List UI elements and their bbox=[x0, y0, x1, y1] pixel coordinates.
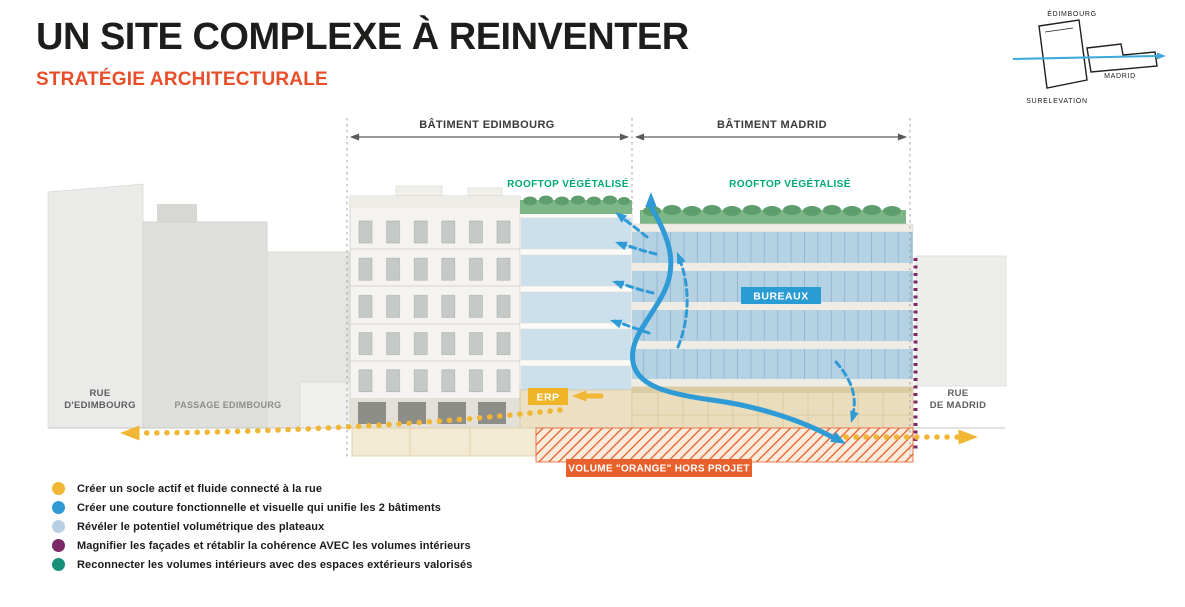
section-diagram: BÂTIMENT EDIMBOURG BÂTIMENT MADRID ROOFT… bbox=[47, 118, 1007, 477]
couture-section bbox=[519, 195, 633, 429]
header: UN SITE COMPLEXE À REINVENTER STRATÉGIE … bbox=[36, 16, 689, 91]
rue-madrid-label-1: RUE bbox=[948, 388, 969, 399]
context-buildings-left bbox=[47, 183, 351, 429]
street-labels: RUE D'EDIMBOURG PASSAGE EDIMBOURG RUE DE… bbox=[64, 388, 986, 411]
yellow-street-flow-right bbox=[843, 429, 978, 445]
legend-dot-plateaux bbox=[52, 520, 65, 533]
legend-label-facades: Magnifier les façades et rétablir la coh… bbox=[77, 539, 471, 552]
section-line-icon bbox=[1012, 52, 1166, 60]
legend-dot-exterieurs bbox=[52, 558, 65, 571]
legend-item-couture: Créer une couture fonctionnelle et visue… bbox=[52, 501, 472, 514]
blue-main-flow bbox=[630, 204, 837, 441]
legend-dot-facades bbox=[52, 539, 65, 552]
yellow-erp-arrow bbox=[572, 390, 604, 402]
site-plan-sketch: ÉDIMBOURG MADRID SURELEVATION bbox=[1012, 9, 1166, 105]
rue-edimbourg-label-1: RUE bbox=[90, 388, 111, 399]
facade-cornices bbox=[350, 248, 520, 362]
legend-item-facades: Magnifier les façades et rétablir la coh… bbox=[52, 539, 472, 552]
legend-dot-socle bbox=[52, 482, 65, 495]
legend-label-socle: Créer un socle actif et fluide connecté … bbox=[77, 482, 323, 495]
dimension-line-edimbourg: BÂTIMENT EDIMBOURG bbox=[350, 118, 629, 141]
section-floor-bands bbox=[521, 218, 631, 390]
boundary-lines bbox=[346, 118, 911, 458]
orange-hatch-zone bbox=[535, 427, 914, 463]
yellow-arrowhead-right-icon bbox=[958, 429, 978, 445]
dimension-label-edimbourg: BÂTIMENT EDIMBOURG bbox=[419, 118, 555, 131]
dimension-label-madrid: BÂTIMENT MADRID bbox=[717, 118, 827, 131]
logo-label-madrid: MADRID bbox=[1104, 73, 1136, 80]
storefronts bbox=[358, 402, 506, 424]
rooftop-label-left: ROOFTOP VÉGÉTALISÉ bbox=[507, 177, 629, 190]
edimbourg-basement bbox=[351, 427, 537, 457]
green-roof-right bbox=[640, 205, 906, 225]
madrid-glass-floors bbox=[632, 232, 913, 387]
erp-label: ERP bbox=[536, 392, 559, 404]
legend-dot-couture bbox=[52, 501, 65, 514]
page-subtitle: STRATÉGIE ARCHITECTURALE bbox=[36, 68, 328, 90]
legend-item-socle: Créer un socle actif et fluide connecté … bbox=[52, 482, 472, 495]
logo-label-edimbourg: ÉDIMBOURG bbox=[1047, 9, 1096, 18]
green-roof-left bbox=[520, 195, 632, 214]
legend-label-couture: Créer une couture fonctionnelle et visue… bbox=[77, 501, 441, 514]
rue-madrid-label-2: DE MADRID bbox=[930, 400, 987, 411]
passage-edimbourg-label: PASSAGE EDIMBOURG bbox=[175, 400, 282, 410]
legend-item-plateaux: Révéler le potentiel volumétrique des pl… bbox=[52, 520, 472, 533]
plan-outlines-icon bbox=[1038, 19, 1158, 89]
bureaux-badge: BUREAUX bbox=[741, 287, 821, 304]
madrid-building bbox=[631, 205, 914, 456]
context-building-right bbox=[915, 255, 1007, 387]
bureaux-label: BUREAUX bbox=[753, 291, 808, 303]
volume-orange-badge: VOLUME "ORANGE" HORS PROJET bbox=[566, 459, 752, 477]
legend-label-plateaux: Révéler le potentiel volumétrique des pl… bbox=[77, 520, 325, 533]
erp-badge: ERP bbox=[528, 388, 568, 405]
yellow-street-flow-left bbox=[120, 407, 563, 441]
rue-edimbourg-label-2: D'EDIMBOURG bbox=[64, 400, 136, 411]
volume-orange-label: VOLUME "ORANGE" HORS PROJET bbox=[568, 464, 750, 475]
rooftop-label-right: ROOFTOP VÉGÉTALISÉ bbox=[729, 177, 851, 190]
legend: Créer un socle actif et fluide connecté … bbox=[52, 482, 472, 577]
logo-label-surelevation: SURELEVATION bbox=[1026, 98, 1087, 105]
dimension-line-madrid: BÂTIMENT MADRID bbox=[635, 118, 907, 141]
legend-item-exterieurs: Reconnecter les volumes intérieurs avec … bbox=[52, 558, 472, 571]
edimbourg-facade bbox=[349, 185, 521, 429]
page-title: UN SITE COMPLEXE À REINVENTER bbox=[36, 16, 689, 58]
legend-label-exterieurs: Reconnecter les volumes intérieurs avec … bbox=[77, 558, 473, 571]
